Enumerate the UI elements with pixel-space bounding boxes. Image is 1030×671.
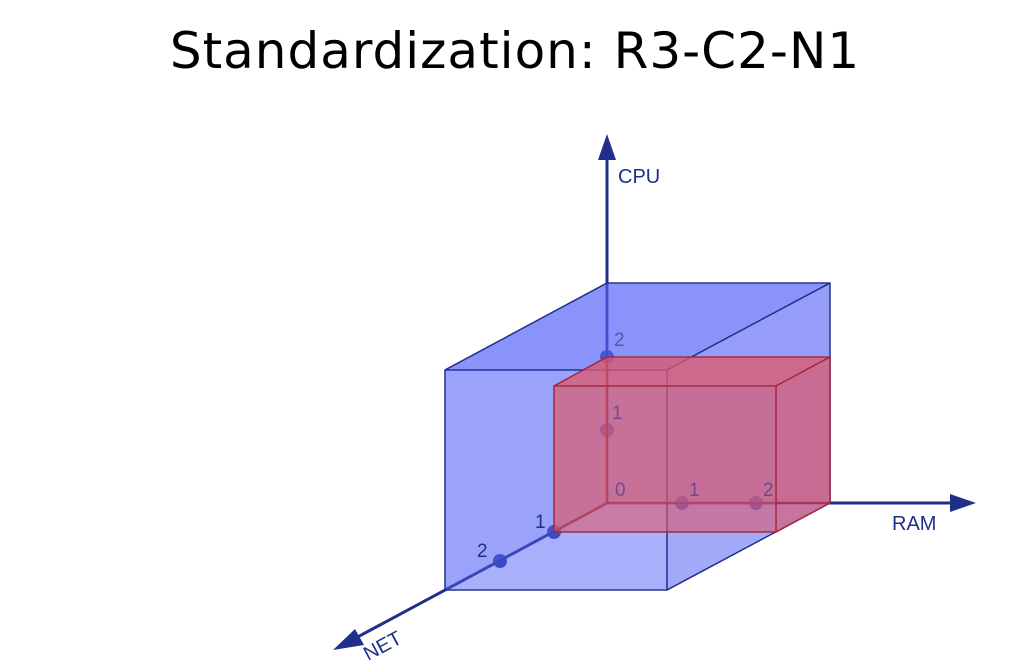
cpu-tick-1-label: 1 [612,403,623,424]
net-tick-1-label: 1 [535,512,546,533]
origin-tick-label: 0 [615,480,626,501]
ram-axis-label: RAM [892,513,936,535]
cpu-axis-label: CPU [618,166,660,188]
inner-box [553,356,831,533]
ram-tick-1-label: 1 [689,480,700,501]
tick-labels: 0 1 2 1 2 1 2 [477,330,774,562]
inner-box-front-face [553,385,777,533]
net-tick-2-label: 2 [477,541,488,562]
ram-axis-arrowhead [950,494,976,512]
cpu-axis-arrowhead [598,134,616,160]
cpu-tick-2-label: 2 [614,330,625,351]
net-axis-arrowhead [333,629,364,650]
slide-title: Standardization: R3-C2-N1 [169,22,861,80]
ram-tick-2-label: 2 [763,480,774,501]
